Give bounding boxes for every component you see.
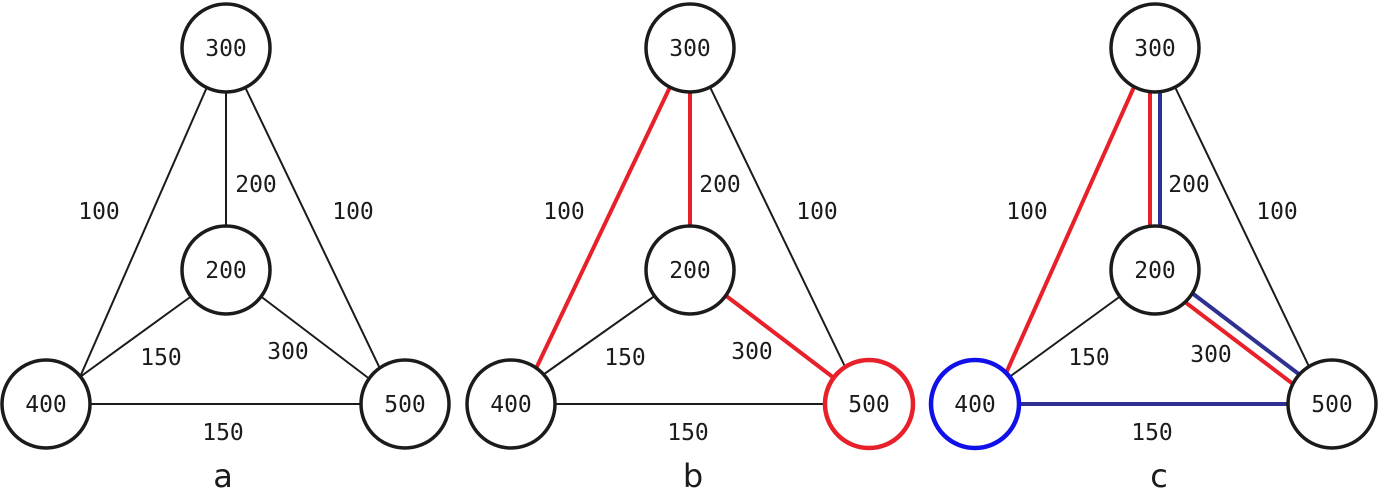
edge-label-left-right: 150: [202, 420, 244, 446]
edge-center-left: [79, 294, 194, 378]
edge-top-left: [1001, 85, 1136, 382]
node-label: 300: [1134, 36, 1176, 62]
node-right: 500: [1286, 358, 1378, 450]
edge-label-top-center: 200: [1168, 172, 1210, 198]
edge-label-top-right: 100: [1256, 199, 1298, 225]
node-label: 400: [490, 392, 532, 418]
edge-label-top-left: 100: [543, 199, 585, 225]
edge-label-top-left: 100: [1006, 199, 1048, 225]
panel-caption: a: [213, 457, 233, 495]
panel-caption: c: [1150, 457, 1168, 495]
edge-label-top-right: 100: [332, 199, 374, 225]
edge-label-top-left: 100: [78, 199, 120, 225]
node-center: 200: [644, 224, 736, 316]
edge-center-left: [1007, 294, 1123, 379]
edge-top-right: [244, 86, 385, 378]
edge-center-right: [723, 293, 836, 380]
edge-center-right-navy: [1190, 291, 1302, 377]
edge-top-right: [1174, 86, 1315, 378]
panel-b: 300 200 400 500 100 200 100 150 300 150 …: [465, 2, 916, 495]
node-top: 300: [180, 2, 272, 94]
panel-a: 300 200 400 500 100 200 100 150 300 150 …: [0, 2, 451, 495]
edge-label-center-right: 300: [1190, 342, 1232, 368]
edge-label-top-right: 100: [796, 199, 838, 225]
node-top: 300: [644, 2, 736, 94]
edge-center-right-red: [1183, 300, 1295, 386]
edge-label-center-right: 300: [731, 339, 773, 365]
edge-top-left: [79, 86, 208, 378]
edge-label-top-center: 200: [235, 172, 277, 198]
node-label: 200: [669, 258, 711, 284]
node-center: 200: [1109, 224, 1201, 316]
node-top: 300: [1109, 2, 1201, 94]
edge-label-center-left: 150: [140, 345, 182, 371]
node-right-highlighted: 500: [822, 357, 916, 451]
edge-label-center-right: 300: [267, 339, 309, 365]
node-label: 300: [205, 36, 247, 62]
panel-caption: b: [683, 457, 703, 495]
edge-label-left-right: 150: [667, 420, 709, 446]
node-label: 200: [205, 258, 247, 284]
edge-label-center-left: 150: [604, 345, 646, 371]
node-label: 500: [848, 392, 890, 418]
node-label: 400: [25, 392, 67, 418]
node-label: 500: [384, 392, 426, 418]
edge-top-left: [530, 85, 672, 379]
node-label: 200: [1134, 258, 1176, 284]
edge-top-right: [709, 86, 851, 378]
node-label: 500: [1311, 392, 1353, 418]
node-left-highlighted: 400: [928, 357, 1022, 451]
edge-label-center-left: 150: [1068, 345, 1110, 371]
node-center: 200: [180, 224, 272, 316]
edge-center-left: [539, 294, 657, 378]
node-label: 400: [954, 392, 996, 418]
edge-center-right: [258, 294, 368, 378]
node-label: 300: [669, 36, 711, 62]
node-left: 400: [0, 358, 92, 450]
edge-label-left-right: 150: [1131, 420, 1173, 446]
node-right: 500: [359, 358, 451, 450]
panel-c: 300 200 400 500 100 200 100 150 300 150 …: [928, 2, 1378, 495]
edge-label-top-center: 200: [699, 172, 741, 198]
node-left: 400: [465, 358, 557, 450]
